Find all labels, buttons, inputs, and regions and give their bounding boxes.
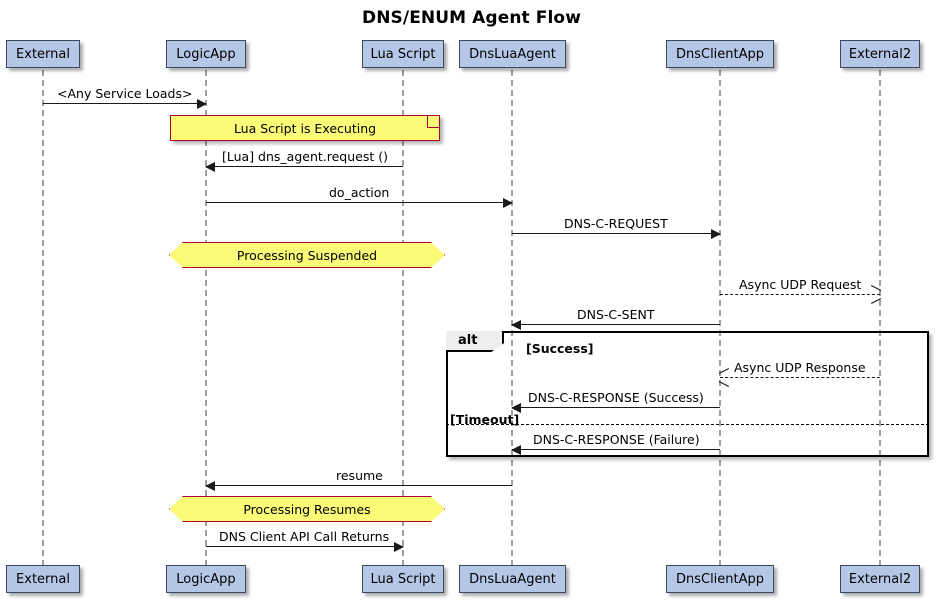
- divider-processing-suspended: Processing Suspended: [169, 242, 445, 268]
- message-label-dns-c-response-success: DNS-C-RESPONSE (Success): [528, 390, 704, 405]
- participant-external-top[interactable]: External: [6, 40, 80, 68]
- group-branch-divider: [446, 424, 929, 425]
- divider-text: Processing Suspended: [236, 247, 378, 263]
- participant-dnsclientapp-top[interactable]: DnsClientApp: [666, 40, 774, 68]
- arrowhead-dns-c-sent: [511, 320, 521, 330]
- message-line-dns-c-response-success: [511, 403, 720, 413]
- lifeline-logicapp: [205, 70, 207, 566]
- page-title: DNS/ENUM Agent Flow: [362, 8, 581, 28]
- message-line-dns-c-response-failure: [511, 445, 720, 455]
- arrowhead-lua-dns-agent-request: [205, 162, 215, 172]
- participant-logicapp-top[interactable]: LogicApp: [166, 40, 246, 68]
- message-label-do-action: do_action: [329, 185, 390, 200]
- note-lua-executing: Lua Script is Executing: [170, 115, 440, 141]
- arrowhead-dns-c-response-success: [511, 403, 521, 413]
- message-label-any-service-loads: <Any Service Loads>: [57, 86, 193, 101]
- arrowhead-async-udp-request: [870, 289, 881, 300]
- arrowhead-async-udp-response: [719, 372, 730, 383]
- participant-external2-bottom[interactable]: External2: [840, 565, 920, 593]
- group-tab-label: alt: [446, 331, 504, 352]
- message-line-do-action: [206, 198, 513, 208]
- message-label-dns-c-response-failure: DNS-C-RESPONSE (Failure): [533, 432, 700, 447]
- message-line-any-service-loads: [43, 99, 207, 109]
- participant-dnsclientapp-bottom[interactable]: DnsClientApp: [666, 565, 774, 593]
- participant-dnsluaagent-bottom[interactable]: DnsLuaAgent: [459, 565, 566, 593]
- divider-processing-resumes: Processing Resumes: [169, 496, 445, 522]
- arrowhead-do-action: [503, 198, 513, 208]
- group-branch-condition-0: [Success]: [526, 341, 594, 356]
- group-branch-condition-1: [Timeout]: [450, 412, 520, 427]
- message-line-async-udp-request: [720, 294, 880, 295]
- participant-lua-script-top[interactable]: Lua Script: [362, 40, 444, 68]
- message-label-resume: resume: [336, 468, 383, 483]
- arrowhead-dns-c-request: [711, 229, 721, 239]
- message-line-dns-c-sent: [511, 320, 720, 330]
- divider-text: Processing Resumes: [243, 501, 371, 517]
- note-text: Lua Script is Executing: [233, 120, 377, 136]
- message-label-async-udp-request: Async UDP Request: [739, 277, 862, 292]
- lifeline-external: [42, 70, 44, 566]
- message-line-resume: [205, 481, 512, 491]
- lifeline-dnsluaagent: [511, 70, 513, 566]
- arrowhead-resume: [205, 481, 215, 491]
- lifeline-external2: [879, 70, 881, 566]
- participant-external-bottom[interactable]: External: [6, 565, 80, 593]
- lifeline-dnsclientapp: [719, 70, 721, 566]
- arrowhead-any-service-loads: [197, 99, 207, 109]
- participant-logicapp-bottom[interactable]: LogicApp: [166, 565, 246, 593]
- message-line-dns-client-api-returns: [206, 542, 404, 552]
- lifeline-lua-script: [402, 70, 404, 566]
- message-label-lua-dns-agent-request: [Lua] dns_agent.request (): [222, 149, 388, 164]
- message-label-dns-c-sent: DNS-C-SENT: [577, 307, 655, 322]
- arrowhead-dns-client-api-returns: [394, 542, 404, 552]
- message-label-async-udp-response: Async UDP Response: [734, 360, 866, 375]
- participant-dnsluaagent-top[interactable]: DnsLuaAgent: [459, 40, 566, 68]
- message-label-dns-client-api-returns: DNS Client API Call Returns: [219, 529, 390, 544]
- message-line-async-udp-response: [720, 377, 880, 378]
- message-line-dns-c-request: [512, 229, 721, 239]
- arrowhead-dns-c-response-failure: [511, 445, 521, 455]
- group-frame-alt: [446, 331, 929, 457]
- participant-external2-top[interactable]: External2: [840, 40, 920, 68]
- participant-lua-script-bottom[interactable]: Lua Script: [362, 565, 444, 593]
- message-label-dns-c-request: DNS-C-REQUEST: [564, 216, 668, 231]
- note-fold-corner-icon: [427, 116, 439, 128]
- message-line-lua-dns-agent-request: [205, 162, 403, 172]
